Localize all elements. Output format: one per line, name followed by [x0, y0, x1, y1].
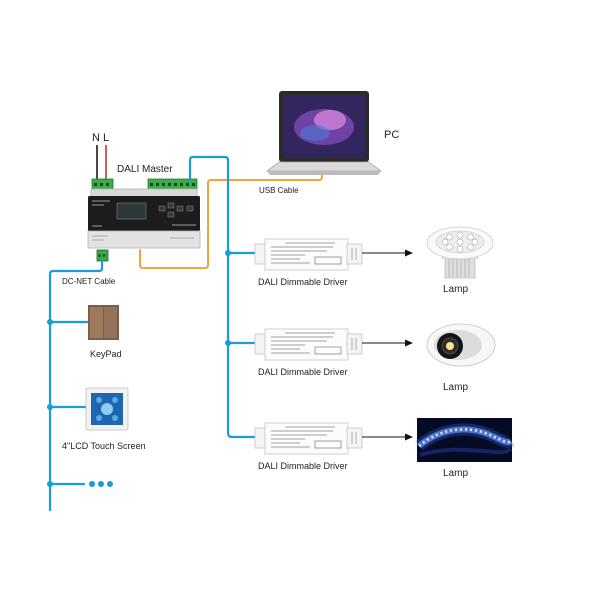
driver-print-lines — [271, 242, 335, 264]
dali-master-device — [87, 178, 201, 262]
downlight-led-lens — [441, 238, 449, 246]
downlight-heatsink-fins — [448, 259, 470, 277]
dc-net-junction-lcd — [47, 404, 53, 410]
dali-master-label: DALI Master — [117, 164, 173, 175]
driver-left-cap — [254, 333, 267, 355]
keypad-button-left — [90, 307, 103, 338]
lcd-touch-screen-label: 4"LCD Touch Screen — [62, 441, 146, 451]
driver-left-cap — [254, 427, 267, 449]
lamp-led-strip — [415, 418, 515, 462]
driver-label: DALI Dimmable Driver — [258, 277, 348, 287]
lamp-label-3: Lamp — [443, 468, 468, 479]
dimmable-driver-2: DALI Dimmable Driver — [254, 328, 363, 377]
downlight-led-lens — [456, 231, 464, 239]
arrow-head-2 — [405, 339, 413, 347]
dali-bus-junction-2 — [225, 340, 231, 346]
wallpaper-swirl-2 — [314, 110, 346, 130]
driver-right-cap — [346, 333, 363, 355]
lamp-downlight — [426, 226, 494, 279]
device-button-4 — [176, 205, 184, 212]
keypad-button-right — [104, 307, 117, 338]
downlight-led-lens — [467, 243, 474, 251]
lamp-label-1: Lamp — [443, 284, 468, 295]
device-button-2 — [167, 202, 175, 209]
downlight-led-lens — [467, 233, 474, 241]
arrow-head-3 — [405, 433, 413, 441]
laptop-keyboard-base — [265, 161, 383, 172]
driver-left-cap — [254, 243, 267, 265]
downlight-led-lens — [446, 243, 453, 251]
ellipsis-dot-3 — [107, 481, 113, 487]
driver-print-lines — [271, 332, 335, 354]
wallpaper-swirl-3 — [300, 125, 330, 141]
live-label: L — [103, 132, 109, 144]
driver-end-print — [351, 432, 357, 444]
driver-right-cap — [346, 243, 363, 265]
driver-end-print — [351, 338, 357, 350]
device-lcd-screen — [116, 202, 147, 220]
neutral-label: N — [92, 132, 100, 144]
downlight-led-lens — [456, 238, 464, 246]
device-button-5 — [186, 205, 194, 212]
pc-laptop — [265, 91, 383, 175]
lcd-icon-1 — [96, 397, 102, 403]
more-devices-ellipsis — [89, 481, 113, 487]
dali-bus-junction-1 — [225, 250, 231, 256]
power-input: N L — [92, 132, 109, 181]
usb-cable-label: USB Cable — [259, 186, 299, 195]
laptop-front-edge — [267, 171, 381, 175]
dc-net-junction-keypad — [47, 319, 53, 325]
arrow-head-1 — [405, 249, 413, 257]
lcd-icon-3 — [96, 415, 102, 421]
dc-net-bus-main — [48, 259, 104, 512]
driver-label: DALI Dimmable Driver — [258, 461, 348, 471]
dc-net-junction-more — [47, 481, 53, 487]
pc-label: PC — [384, 129, 399, 141]
device-bottom-housing — [87, 230, 201, 249]
usb-cable — [139, 174, 323, 269]
downlight-led-lens — [456, 245, 464, 253]
led-strip-glow-faint — [419, 447, 513, 457]
dali-bus-main — [188, 155, 257, 439]
led-strip-glow — [417, 426, 513, 449]
device-button-3 — [167, 211, 175, 218]
lcd-center-icon — [101, 403, 113, 415]
driver-cert-marks — [314, 256, 342, 265]
driver-label: DALI Dimmable Driver — [258, 367, 348, 377]
device-bottom-print — [92, 235, 194, 241]
ellipsis-dot-2 — [98, 481, 104, 487]
dc-net-cable-label: DC-NET Cable — [62, 277, 116, 286]
lcd-icon-2 — [112, 397, 118, 403]
dimmable-driver-1: DALI Dimmable Driver — [254, 238, 363, 287]
driver-right-cap — [346, 427, 363, 449]
spotlight-led — [446, 342, 454, 350]
device-top-shelf — [90, 188, 198, 198]
driver-end-print — [351, 248, 357, 260]
keypad-label: KeyPad — [90, 349, 122, 359]
lcd-icon-4 — [112, 415, 118, 421]
driver-print-lines — [271, 426, 335, 448]
downlight-led-lens — [471, 238, 479, 246]
driver-cert-marks — [314, 440, 342, 449]
lamp-label-2: Lamp — [443, 382, 468, 393]
dimmable-driver-3: DALI Dimmable Driver — [254, 422, 363, 471]
lcd-touch-screen-device — [85, 387, 129, 431]
downlight-led-lens — [446, 233, 453, 241]
lamp-spotlight — [426, 323, 496, 367]
device-button-1 — [158, 205, 166, 212]
driver-cert-marks — [314, 346, 342, 355]
keypad-device — [88, 305, 119, 340]
ellipsis-dot-1 — [89, 481, 95, 487]
device-panel-print — [92, 200, 196, 227]
